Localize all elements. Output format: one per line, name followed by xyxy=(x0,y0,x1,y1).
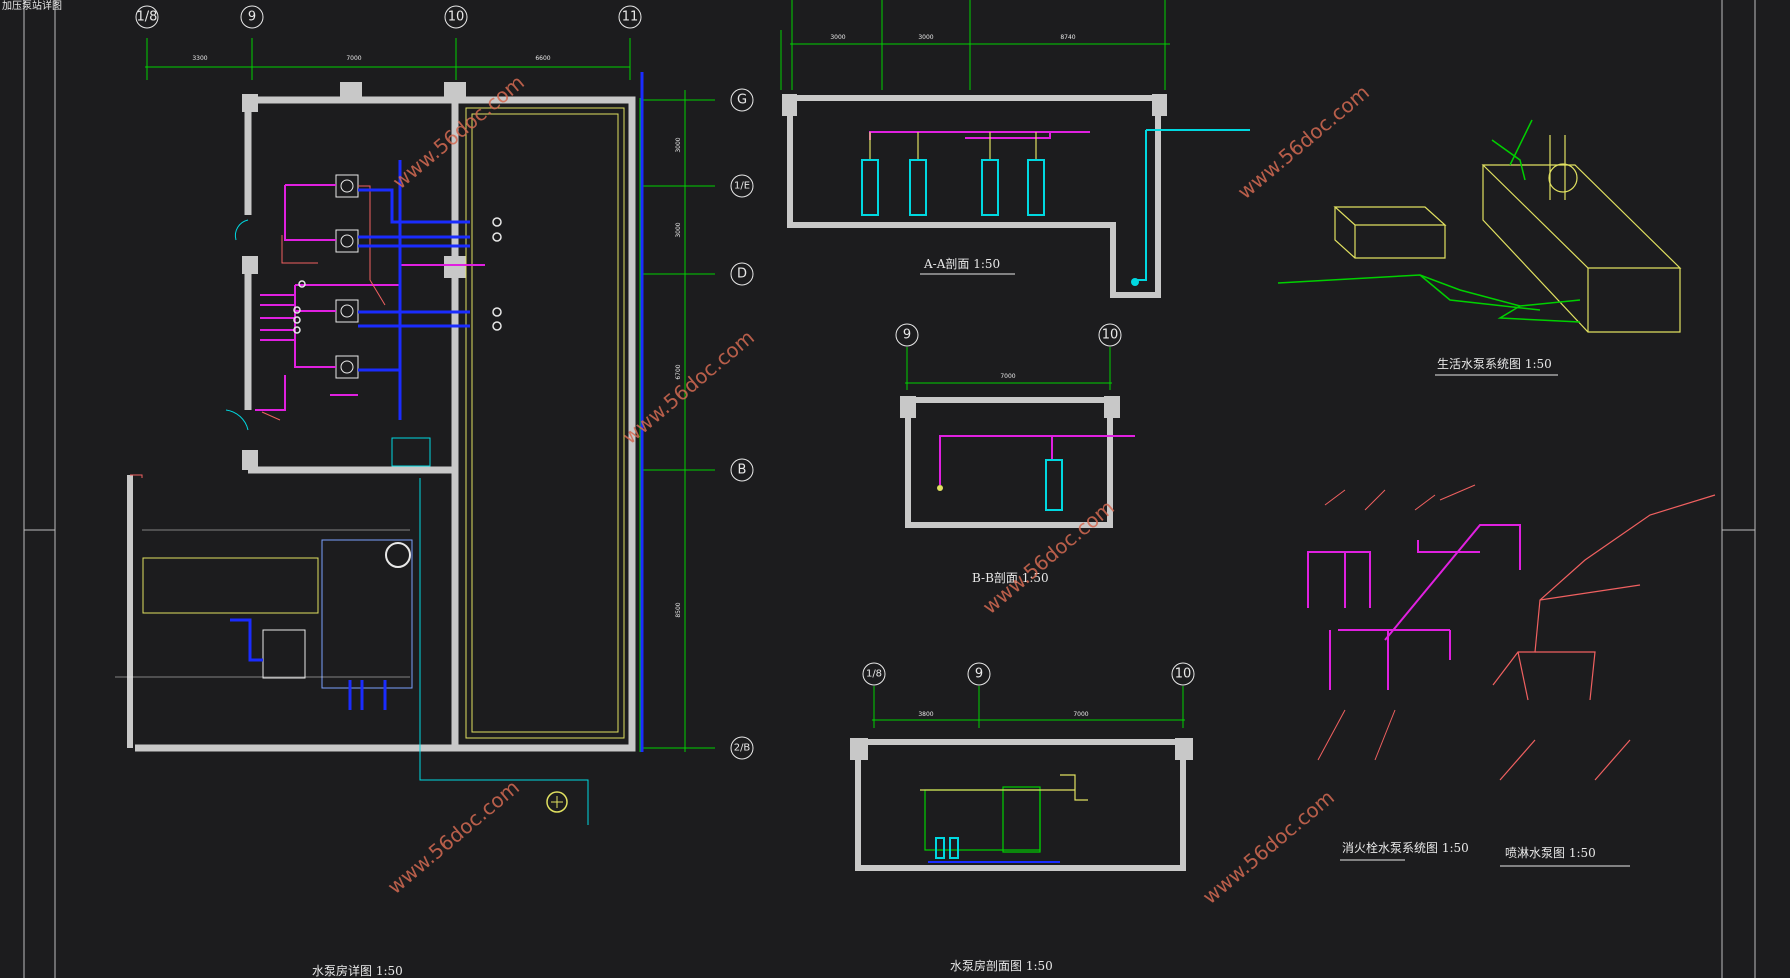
tank-inner-outline-2 xyxy=(471,113,619,733)
plan-dim-r4: 8500 xyxy=(675,602,682,617)
plan-columns xyxy=(242,82,466,470)
watermark-4: www.56doc.com xyxy=(383,775,524,899)
plan-pump-room: 1/8 9 10 11 G 1/E D B 2/B 3300 7000 6600… xyxy=(115,5,754,978)
plan-dim-r3: 6700 xyxy=(675,364,682,379)
aa-vertical-pumps xyxy=(861,129,1250,281)
axis-label-1-E: 1/E xyxy=(734,181,750,192)
aa-dim-1: 3000 xyxy=(830,34,845,41)
annex-tank xyxy=(142,557,319,614)
bb-title: B-B剖面 1:50 xyxy=(972,571,1049,585)
watermark-6: www.56doc.com xyxy=(1198,785,1339,909)
tank-inner-outline-1 xyxy=(465,107,625,739)
domestic-water-system: 生活水泵系统图 1:50 xyxy=(1277,119,1682,376)
axis-label-9: 9 xyxy=(248,10,256,25)
ps-axis-9: 9 xyxy=(975,667,983,682)
sheet-frame xyxy=(23,0,1756,978)
plan-dim-r1: 3000 xyxy=(675,137,682,152)
watermark-5: www.56doc.com xyxy=(1233,80,1374,204)
plan-dim-3: 6600 xyxy=(535,55,550,62)
ps-axis-10: 10 xyxy=(1175,667,1192,682)
plan-pumps xyxy=(335,174,359,379)
hydrant-system: 消火栓水泵系统图 1:50 xyxy=(1307,484,1521,861)
sprinkler-system-title: 喷淋水泵图 1:50 xyxy=(1505,846,1596,860)
ps-axis-1-8: 1/8 xyxy=(866,669,882,680)
axis-label-10: 10 xyxy=(448,10,465,25)
ps-dim-2: 7000 xyxy=(1073,711,1088,718)
axis-label-2-B: 2/B xyxy=(734,743,751,754)
bb-axis-10: 10 xyxy=(1102,328,1119,343)
plan-axis-bubbles: 1/8 9 10 11 G 1/E D B 2/B xyxy=(135,5,754,760)
plan-dim-r2: 3000 xyxy=(675,222,682,237)
domestic-system-title: 生活水泵系统图 1:50 xyxy=(1437,357,1552,371)
sprinkler-system: 喷淋水泵图 1:50 xyxy=(1492,494,1716,867)
axis-label-D: D xyxy=(737,267,747,282)
plan-magenta-pipes xyxy=(255,184,485,411)
corner-label: 加压泵站详图 xyxy=(2,0,62,12)
section-pump-room: 1/8 9 10 3800 7000 水泵房剖面图 1:50 xyxy=(850,662,1195,973)
water-heater xyxy=(321,539,413,689)
pump-section-title: 水泵房剖面图 1:50 xyxy=(950,958,1053,973)
axis-label-G: G xyxy=(737,93,747,108)
ps-dim-1: 3800 xyxy=(918,711,933,718)
aa-dim-2: 3000 xyxy=(918,34,933,41)
watermark-2: www.56doc.com xyxy=(618,325,759,449)
aa-dim-3: 8740 xyxy=(1060,34,1075,41)
plan-walls xyxy=(135,96,636,752)
bb-axis-9: 9 xyxy=(903,328,911,343)
section-bb: 9 10 7000 B-B剖面 1:50 xyxy=(895,323,1135,585)
axis-label-B: B xyxy=(738,463,747,478)
plan-dim-1: 3300 xyxy=(192,55,207,62)
aa-title: A-A剖面 1:50 xyxy=(923,257,1000,271)
bb-dim: 7000 xyxy=(1000,373,1015,380)
plan-axis-lines xyxy=(145,38,715,752)
plan-dim-2: 7000 xyxy=(346,55,361,62)
hydrant-system-title: 消火栓水泵系统图 1:50 xyxy=(1342,840,1469,855)
plan-blue-pipes xyxy=(230,160,470,710)
plan-title: 水泵房详图 1:50 xyxy=(312,963,403,978)
section-aa: 3000 3000 8740 A-A剖面 1:50 xyxy=(780,0,1250,298)
axis-label-1-8: 1/8 xyxy=(137,10,158,25)
watermark-3: www.56doc.com xyxy=(978,495,1119,619)
axis-label-11: 11 xyxy=(622,10,639,25)
